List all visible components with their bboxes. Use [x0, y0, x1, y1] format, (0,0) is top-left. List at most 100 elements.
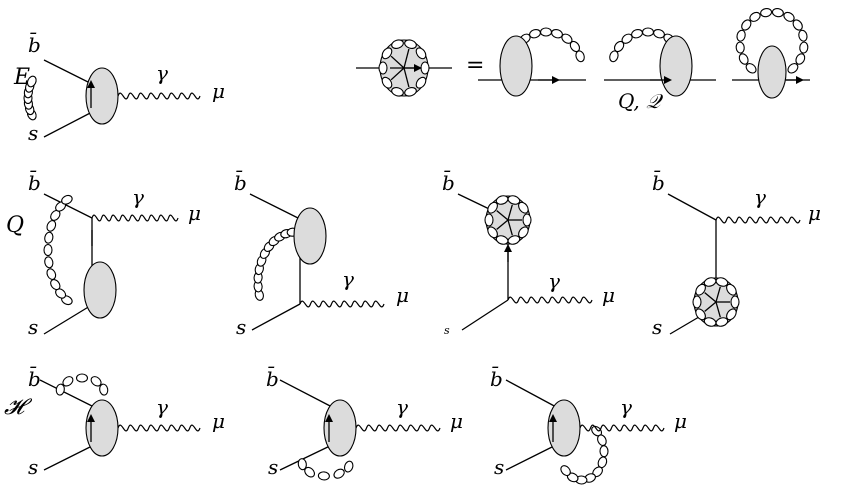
self-energy-blob — [484, 195, 532, 245]
svg-text:s: s — [28, 455, 38, 479]
photon-line — [355, 424, 441, 432]
svg-text:s: s — [652, 315, 662, 339]
svg-text:μ: μ — [602, 283, 615, 307]
gluon-coil — [695, 283, 706, 296]
photon-line — [715, 216, 801, 224]
svg-text:μ: μ — [396, 283, 409, 307]
gluon-coil — [420, 61, 430, 75]
gluon-coil — [715, 277, 729, 287]
svg-text:μ: μ — [674, 409, 687, 433]
svg-text:s: s — [444, 324, 450, 337]
hadronic-blob — [757, 45, 787, 99]
gluon-coil — [771, 7, 784, 18]
photon-line — [117, 424, 201, 432]
gluon-coil — [404, 87, 417, 97]
svg-text:μ: μ — [808, 201, 821, 225]
gluon-coil — [487, 226, 498, 239]
svg-text:γ: γ — [342, 267, 354, 291]
photon-line — [117, 92, 201, 100]
gluon-coil — [730, 295, 740, 309]
label-QQ: Q, 𝒬 — [618, 89, 664, 113]
gluon-coil — [792, 19, 803, 31]
svg-text:γ: γ — [396, 395, 408, 419]
gluon-coil — [90, 376, 102, 387]
gluon-coil — [560, 465, 571, 477]
gluon-coil — [745, 63, 757, 74]
gluon-coil — [738, 53, 749, 65]
gluon-coil — [391, 39, 404, 49]
gluon-coil — [415, 47, 427, 60]
svg-text:s: s — [494, 455, 504, 479]
gluon-coil — [317, 471, 330, 481]
label-E: E — [13, 65, 30, 90]
gluon-coil — [487, 201, 498, 214]
svg-text:s: s — [236, 315, 246, 339]
gluon-coil — [522, 213, 532, 227]
gluon-coil — [75, 373, 89, 383]
svg-text:s: s — [28, 315, 38, 339]
gluon-coil — [378, 61, 388, 75]
gluon-coil — [695, 308, 706, 321]
svg-text:μ: μ — [188, 201, 201, 225]
gluon-coil — [44, 256, 54, 269]
label-gamma: γ — [156, 61, 168, 85]
photon-line — [91, 214, 179, 222]
gluon-coil — [343, 460, 354, 473]
equals-sign: = — [466, 53, 484, 78]
gluon-coil — [99, 383, 109, 396]
diagram-row2-4: b̄ s γ μ — [652, 170, 821, 339]
svg-text:b̄: b̄ — [442, 170, 455, 195]
diagram-row3-3: b̄ s γ μ — [490, 366, 687, 485]
gluon-coil — [726, 308, 737, 321]
gluon-coil — [333, 468, 345, 479]
gluon-coil — [783, 11, 795, 22]
gluon-coil — [760, 7, 773, 18]
gluon-coil — [507, 195, 521, 205]
gluon-coil — [62, 376, 74, 387]
svg-text:b̄: b̄ — [28, 170, 41, 195]
gluon-coil — [726, 283, 737, 296]
svg-text:μ: μ — [450, 409, 463, 433]
gluon-coil — [703, 317, 717, 327]
diagram-row2-2: b̄ s γ μ — [234, 170, 409, 339]
gluon-coil — [736, 29, 746, 42]
gluon-coil — [641, 27, 655, 37]
svg-text:b̄: b̄ — [266, 366, 279, 391]
svg-text:γ: γ — [548, 269, 560, 293]
hadronic-blob — [499, 35, 533, 97]
gluon-coil — [46, 220, 57, 232]
gluon-coil — [61, 194, 73, 205]
svg-text:b̄: b̄ — [490, 366, 503, 391]
diagram-Q: b̄ Q s γ μ — [6, 170, 201, 339]
svg-text:μ: μ — [212, 409, 225, 433]
gluon-coil — [46, 268, 57, 280]
gluon-coil — [43, 243, 53, 257]
diagram-H: b̄ 𝓗 s γ μ — [4, 366, 225, 479]
gluon-coil — [297, 458, 307, 471]
svg-text:γ: γ — [132, 185, 144, 209]
svg-text:γ: γ — [620, 395, 632, 419]
gluon-coil — [798, 29, 808, 42]
label-H: 𝓗 — [4, 395, 33, 420]
gluon-coil — [539, 27, 553, 37]
gluon-coil — [518, 201, 529, 214]
gluon-coil — [381, 47, 393, 60]
svg-text:b̄: b̄ — [652, 170, 665, 195]
svg-text:b̄: b̄ — [234, 170, 247, 195]
hadronic-blob — [83, 261, 117, 319]
gluon-coil — [495, 235, 509, 245]
gluon-coil — [26, 75, 37, 88]
gluon-loop — [23, 75, 37, 121]
photon-line — [299, 300, 385, 308]
gluon-coil — [599, 445, 609, 458]
gluon-coil — [741, 19, 752, 31]
gluon-coil — [50, 279, 61, 291]
gluon-coil — [55, 383, 65, 396]
gluon-coil — [749, 11, 761, 22]
svg-text:γ: γ — [156, 395, 168, 419]
gluon-coil — [404, 39, 417, 49]
hadronic-blob — [293, 207, 327, 265]
hadronic-blob — [659, 35, 693, 97]
gluon-coil — [799, 41, 809, 54]
